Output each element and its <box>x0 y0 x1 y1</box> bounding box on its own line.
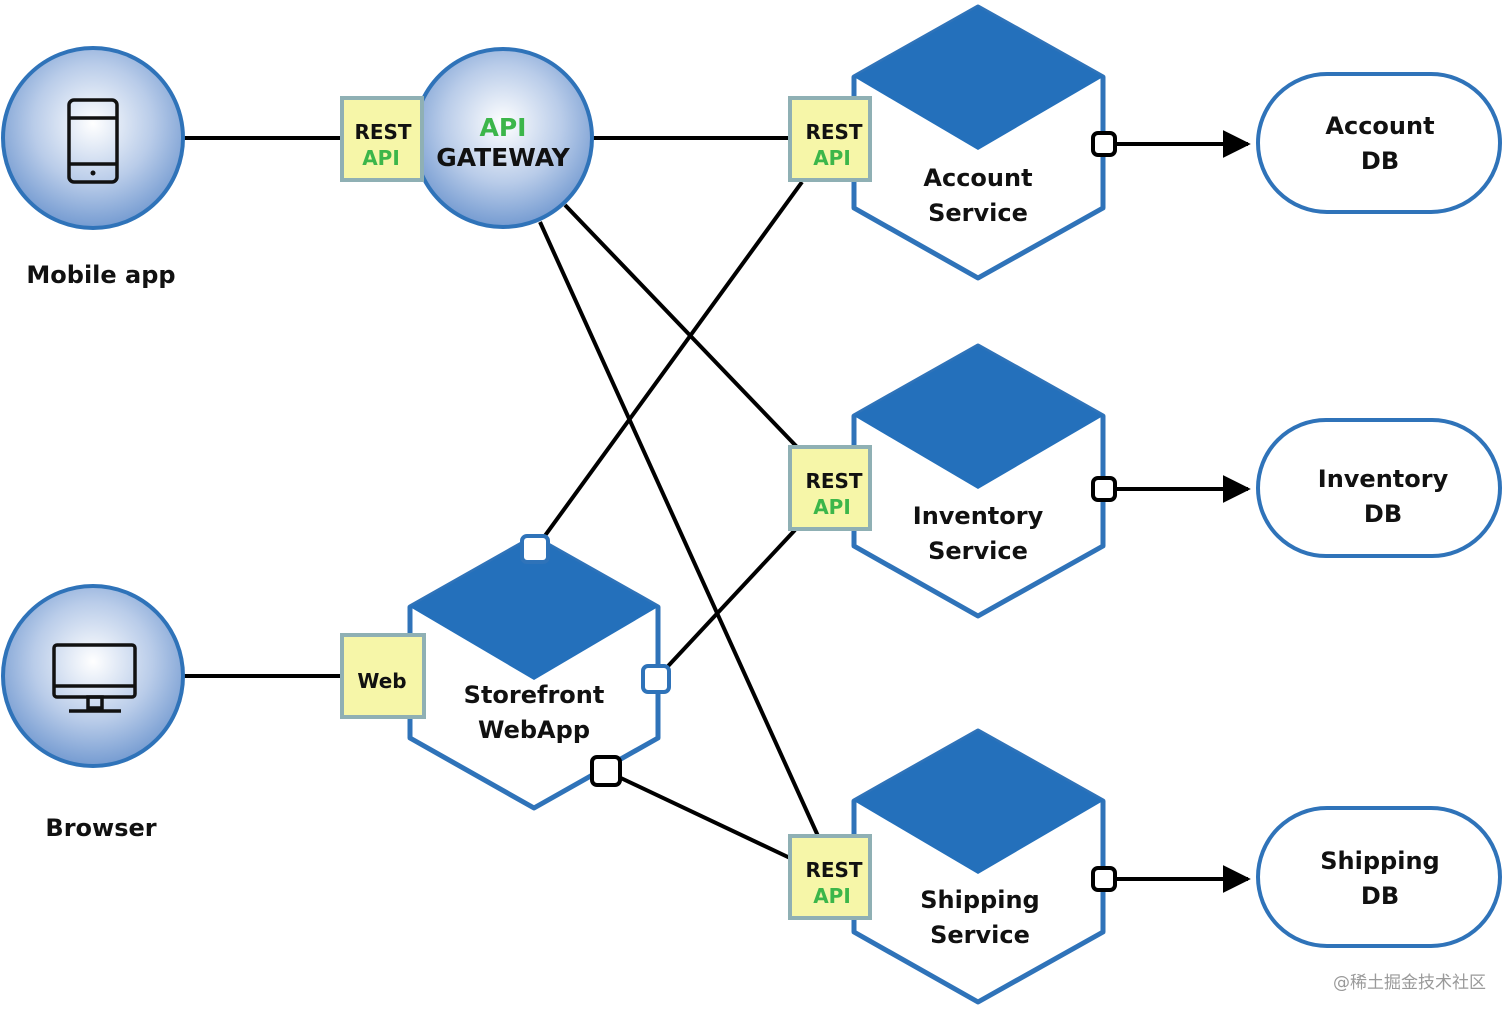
desktop-monitor-icon <box>52 643 137 713</box>
edge-storefront-to-shipping <box>605 769 791 860</box>
shipping-service-port <box>1091 866 1117 892</box>
storefront-web-badge: Web <box>340 633 426 719</box>
storefront-webapp-cap <box>410 537 658 680</box>
inventory-service-node: Inventory Service <box>851 343 1106 619</box>
api-gateway-node: API GATEWAY <box>412 47 594 229</box>
api-gateway-title: API <box>480 113 527 142</box>
api-label: API <box>813 495 851 519</box>
inventory-service-line2: Service <box>928 537 1028 565</box>
account-service-line2: Service <box>928 199 1028 227</box>
api-label: API <box>813 884 851 908</box>
api-gateway-subtitle: GATEWAY <box>436 143 570 172</box>
storefront-webapp-node: Storefront WebApp <box>407 534 661 811</box>
shipping-service-line1: Shipping <box>920 886 1039 914</box>
browser-label: Browser <box>45 814 156 842</box>
browser-node: Browser <box>1 584 185 842</box>
mobile-phone-icon <box>67 98 119 184</box>
ports <box>520 131 1117 892</box>
web-label: Web <box>357 669 406 693</box>
shipping-db-line2: DB <box>1361 882 1399 910</box>
account-service-port <box>1091 131 1117 157</box>
account-service-cap <box>854 7 1103 150</box>
rest-label: REST <box>805 858 862 882</box>
inventory-service-line1: Inventory <box>913 502 1044 530</box>
inventory-service-cap <box>854 346 1103 489</box>
edge-storefront-to-account <box>534 180 804 550</box>
storefront-top-port <box>520 534 550 564</box>
inventory-db-line2: DB <box>1364 500 1402 528</box>
storefront-webapp-line2: WebApp <box>478 716 590 744</box>
mobile-app-label: Mobile app <box>26 261 175 289</box>
storefront-webapp-line1: Storefront <box>464 681 605 709</box>
inventory-db-node: Inventory DB <box>1256 418 1502 558</box>
rest-label: REST <box>805 120 862 144</box>
storefront-bottom-port <box>590 755 622 787</box>
account-db-line1: Account <box>1325 112 1434 140</box>
account-service-line1: Account <box>923 164 1032 192</box>
shipping-db-line1: Shipping <box>1320 847 1439 875</box>
rest-label: REST <box>354 120 411 144</box>
edge-gateway-to-shipping <box>538 221 820 837</box>
account-service-node: Account Service <box>851 4 1106 281</box>
account-rest-api-badge: REST API <box>788 96 872 182</box>
gateway-rest-api-badge: REST API <box>340 96 424 182</box>
shipping-service-node: Shipping Service <box>851 728 1106 1005</box>
api-label: API <box>813 146 851 170</box>
inventory-service-port <box>1091 476 1117 502</box>
shipping-db-node: Shipping DB <box>1256 806 1502 948</box>
inventory-db-line1: Inventory <box>1318 465 1449 493</box>
rest-label: REST <box>805 469 862 493</box>
shipping-rest-api-badge: REST API <box>788 834 872 920</box>
edge-storefront-to-inventory <box>654 528 797 681</box>
storefront-right-port <box>641 664 671 694</box>
watermark: @稀土掘金技术社区 <box>1333 973 1486 993</box>
account-db-line2: DB <box>1361 147 1399 175</box>
edge-gateway-to-inventory <box>563 203 799 449</box>
shipping-service-cap <box>854 731 1103 874</box>
shipping-service-line2: Service <box>930 921 1030 949</box>
connections <box>184 130 1251 893</box>
account-db-node: Account DB <box>1256 72 1502 214</box>
inventory-rest-api-badge: REST API <box>788 445 872 531</box>
api-label: API <box>362 146 400 170</box>
mobile-app-node: Mobile app <box>1 46 185 289</box>
